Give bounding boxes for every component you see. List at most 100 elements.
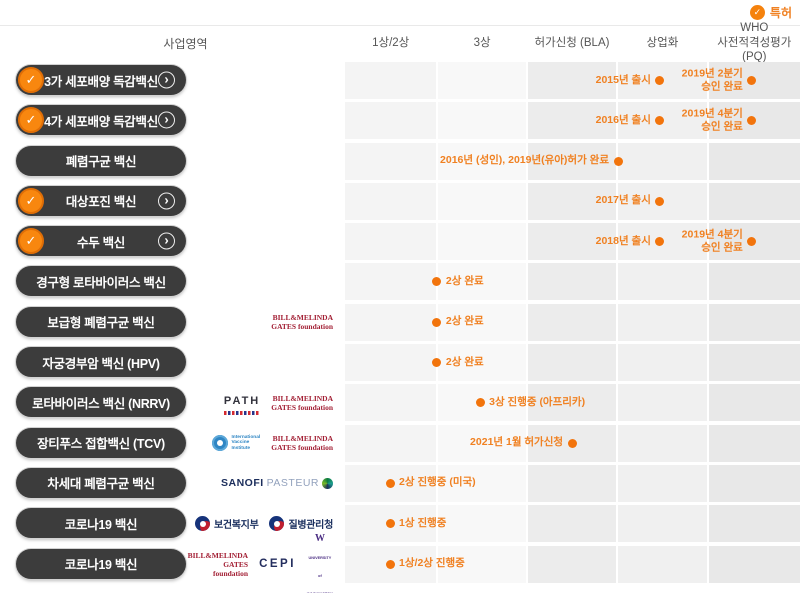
- column-header-bla: 허가신청 (BLA): [534, 36, 610, 49]
- stage-cell: [527, 182, 617, 220]
- business-area: ✓수두 백신›: [0, 223, 345, 260]
- milestone-dot-icon: [385, 519, 395, 529]
- ivi-wordmark: International Vaccine Institute: [231, 434, 261, 451]
- stage-cell: [708, 344, 800, 382]
- milestone-label: 3상 진행중 (아프리카): [489, 396, 586, 409]
- stage-band: 2상 진행중 (미국): [345, 464, 800, 502]
- vaccine-pill-button[interactable]: 보급형 폐렴구균 백신: [16, 306, 186, 337]
- ministry-of-health-welfare-logo: 보건복지부: [194, 516, 259, 532]
- stage-cell: [345, 62, 437, 99]
- stage-cell: [345, 384, 437, 422]
- stage-cell: [527, 464, 617, 502]
- stage-cell: [345, 263, 437, 301]
- milestone-label: 2019년 4분기 승인 완료: [681, 228, 743, 254]
- milestone-dot-icon: [432, 277, 442, 287]
- stage-cell: [527, 505, 617, 543]
- stage-cell: [618, 344, 707, 382]
- stage-cell: [708, 182, 800, 220]
- ivi-globe-icon: [212, 435, 229, 452]
- vaccine-pill-button[interactable]: 차세대 폐렴구균 백신: [16, 467, 186, 498]
- patent-check-icon: ✓: [18, 107, 44, 134]
- business-area: ✓4가 세포배양 독감백신›: [0, 102, 345, 139]
- stage-cell: [708, 263, 800, 301]
- vaccine-name: 코로나19 백신: [64, 558, 138, 573]
- stage-cell: [527, 344, 617, 382]
- column-header-phase1-2: 1상/2상: [372, 36, 410, 49]
- stage-band: 2상 완료: [345, 344, 800, 382]
- milestone-dot-icon: [475, 398, 485, 408]
- vaccine-name: 3가 세포배양 독감백신: [44, 74, 158, 89]
- vaccine-name: 차세대 폐렴구균 백신: [47, 477, 155, 492]
- stage-cell: [618, 142, 707, 180]
- partner-logos: [192, 223, 333, 260]
- stage-cell: [708, 505, 800, 543]
- stage-cell: [438, 142, 526, 180]
- vaccine-pill-button[interactable]: 코로나19 백신: [16, 548, 186, 579]
- stage-band: 3상 진행중 (아프리카): [345, 384, 800, 422]
- business-area: 경구형 로타바이러스 백신: [0, 263, 345, 300]
- milestone-dot-icon: [747, 237, 757, 247]
- vaccine-name: 코로나19 백신: [64, 517, 138, 532]
- pipeline-row: 경구형 로타바이러스 백신 2상 완료: [0, 263, 800, 301]
- stage-cell: [345, 182, 437, 220]
- column-header-business: 사업영역: [163, 36, 208, 51]
- stage-cell: [438, 223, 526, 261]
- partner-logos: 보건복지부 질병관리청: [192, 505, 333, 542]
- vaccine-pill-button[interactable]: 자궁경부암 백신 (HPV): [16, 347, 186, 378]
- milestone-dot-icon: [385, 478, 395, 488]
- milestone-label: 1상 진행중: [399, 516, 447, 529]
- vaccine-name: 4가 세포배양 독감백신: [44, 114, 158, 129]
- vaccine-pill-button[interactable]: ✓수두 백신›: [16, 226, 186, 257]
- stage-cell: [345, 102, 437, 140]
- stage-cell: [438, 505, 526, 543]
- vaccine-pill-button[interactable]: 경구형 로타바이러스 백신: [16, 266, 186, 297]
- vaccine-name: 경구형 로타바이러스 백신: [36, 275, 166, 290]
- chevron-right-icon: ›: [158, 192, 175, 210]
- pipeline-row: 코로나19 백신 보건복지부 질병관리청 1상 진행중: [0, 505, 800, 543]
- stage-band: 2018년 출시 2019년 4분기 승인 완료: [345, 223, 800, 261]
- vaccine-pill-button[interactable]: ✓대상포진 백신›: [16, 185, 186, 216]
- milestone-label: 2015년 출시: [595, 73, 651, 86]
- milestone-label: 2상 완료: [445, 275, 484, 288]
- partner-logos: [192, 344, 333, 381]
- kdca-wordmark: 질병관리청: [288, 520, 333, 532]
- vaccine-pill-button[interactable]: ✓3가 세포배양 독감백신›: [16, 65, 186, 95]
- path-color-strip: [224, 411, 261, 415]
- vaccine-pill-button[interactable]: ✓4가 세포배양 독감백신›: [16, 105, 186, 136]
- business-area: 폐렴구균 백신: [0, 143, 345, 180]
- milestone-dot-icon: [385, 559, 395, 569]
- business-area: 장티푸스 접합백신 (TCV)International Vaccine Ins…: [0, 425, 345, 462]
- stage-cell: [708, 142, 800, 180]
- partner-logos: [192, 263, 333, 300]
- milestone-label: 2018년 출시: [595, 234, 651, 247]
- stage-cell: [438, 344, 526, 382]
- pipeline-row: 장티푸스 접합백신 (TCV)International Vaccine Ins…: [0, 424, 800, 462]
- bill-melinda-gates-foundation-logo: BILL&MELINDA GATES foundation: [271, 393, 333, 412]
- stage-cell: [618, 384, 707, 422]
- milestone-label: 2021년 1월 허가신청: [470, 436, 564, 449]
- patent-check-icon: ✓: [749, 5, 765, 20]
- vaccine-pill-button[interactable]: 장티푸스 접합백신 (TCV): [16, 427, 186, 458]
- stage-cell: [438, 263, 526, 301]
- vaccine-pill-button[interactable]: 로타바이러스 백신 (NRRV): [16, 387, 186, 418]
- stage-cell: [345, 142, 437, 180]
- stage-cell: [618, 263, 707, 301]
- stage-band: 2016년 (성인), 2019년(유아)허가 완료: [345, 142, 800, 180]
- milestone-label: 2상 진행중 (미국): [399, 476, 476, 489]
- stage-cell: [708, 384, 800, 422]
- vaccine-pill-button[interactable]: 코로나19 백신: [16, 508, 186, 539]
- stage-cell: [618, 303, 707, 341]
- business-area: ✓대상포진 백신›: [0, 183, 345, 220]
- vaccine-pill-button[interactable]: 폐렴구균 백신: [16, 145, 186, 176]
